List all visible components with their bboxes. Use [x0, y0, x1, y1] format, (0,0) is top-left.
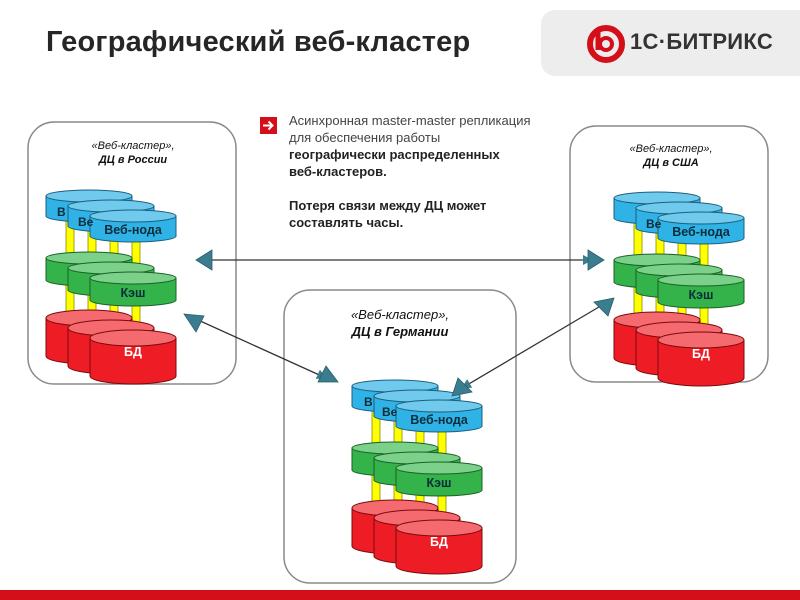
- cache-label: Кэш: [689, 288, 714, 302]
- logo-banner: [541, 10, 800, 76]
- arrowhead-icon: [451, 377, 473, 397]
- web-node-label-partial: В: [364, 395, 373, 409]
- description-line: Асинхронная master-master репликация: [289, 113, 531, 128]
- cluster-kind: «Веб-кластер»,: [350, 307, 450, 322]
- web-node-label-partial: Ве: [382, 405, 398, 419]
- web-node-label-partial: Ве: [78, 215, 94, 229]
- description-line: для обеспечения работы: [289, 130, 441, 145]
- cluster-location: ДЦ в России: [98, 154, 168, 166]
- web-node-label-partial: Ве: [646, 217, 662, 231]
- cluster-caption-usa: «Веб-кластер», ДЦ в США: [596, 142, 746, 170]
- arrowhead-icon: [195, 249, 213, 271]
- cluster-caption-germany: «Веб-кластер», ДЦ в Германии: [300, 306, 500, 340]
- db-label: БД: [430, 535, 448, 549]
- cache-label: Кэш: [427, 476, 452, 490]
- description-line: составлять часы.: [289, 215, 404, 230]
- web-node-label: Веб-нода: [104, 223, 163, 237]
- web-node-label-partial: В: [57, 205, 66, 219]
- description-line: географически распределенных: [289, 147, 500, 162]
- replication-arrow-russia-germany: [197, 319, 327, 379]
- footer-bar: [0, 590, 800, 600]
- cluster-location: ДЦ в Германии: [351, 324, 449, 339]
- web-node-label: Веб-нода: [410, 413, 469, 427]
- cache-label: Кэш: [121, 286, 146, 300]
- arrowhead-icon: [317, 365, 339, 383]
- bullet-arrow-glyph: [263, 120, 274, 131]
- cluster-kind: «Веб-кластер»,: [91, 140, 175, 152]
- description-line: Потеря связи между ДЦ может: [289, 198, 487, 213]
- bitrix-logo-icon: [587, 25, 625, 63]
- arrowhead-icon: [593, 297, 615, 317]
- cluster-caption-russia: «Веб-кластер», ДЦ в России: [58, 139, 208, 167]
- arrowhead-icon: [587, 249, 605, 271]
- db-label: БД: [692, 347, 710, 361]
- replication-arrow-usa-germany: [461, 303, 605, 389]
- page-title: Географический веб-кластер: [46, 26, 471, 58]
- description-line: веб-кластеров.: [289, 164, 387, 179]
- description-text: Асинхронная master-master репликация для…: [289, 112, 589, 231]
- cluster-location: ДЦ в США: [643, 157, 699, 169]
- web-node-label: Веб-нода: [672, 225, 731, 239]
- cluster-kind: «Веб-кластер»,: [629, 143, 713, 155]
- arrowhead-icon: [183, 313, 205, 333]
- logo-text: 1С·БИТРИКС: [630, 29, 774, 54]
- db-label: БД: [124, 345, 142, 359]
